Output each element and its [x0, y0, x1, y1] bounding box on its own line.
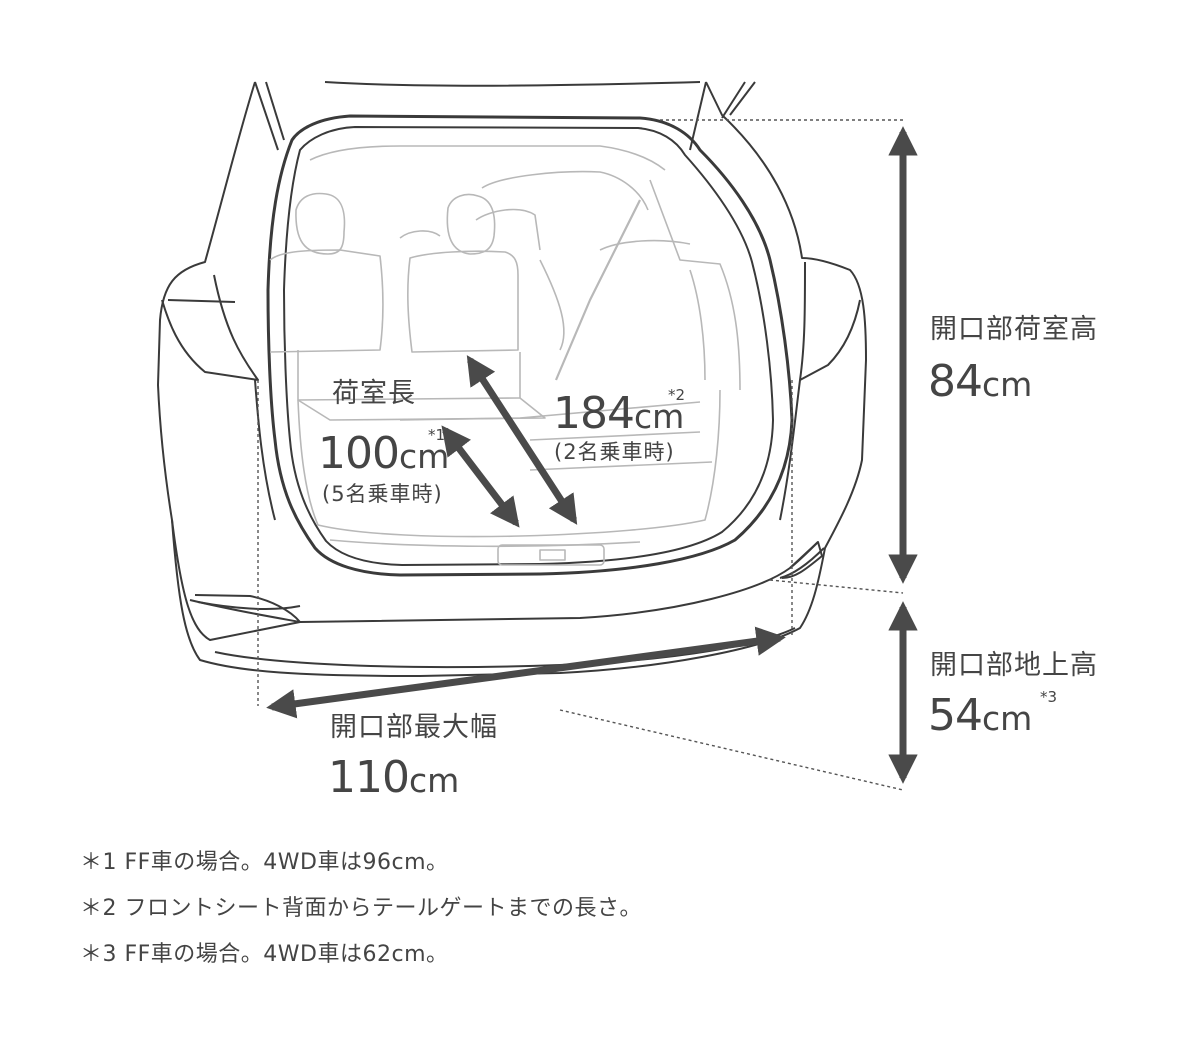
width-label: 開口部最大幅 [330, 712, 498, 743]
height-label: 開口部荷室高 [930, 314, 1098, 345]
ground-height-note-mark: *3 [1040, 688, 1058, 706]
footnote-2: ＊2 フロントシート背面からテールゲートまでの長さ。 [80, 896, 642, 921]
width-arrow [266, 626, 786, 719]
length-5-number: 100 [318, 428, 400, 479]
width-unit: cm [408, 761, 460, 800]
car-body [157, 81, 867, 677]
length-2-number: 184 [553, 388, 635, 439]
length-2-condition: (2名乗車時) [554, 440, 675, 464]
height-unit: cm [982, 365, 1033, 404]
height-number: 84 [928, 356, 983, 407]
height-value: 84cm [928, 360, 1032, 404]
length-2-arrow [466, 355, 578, 525]
ground-height-number: 54 [928, 690, 983, 741]
footnotes: ＊1 FF車の場合。4WD車は96cm。 ＊2 フロントシート背面からテールゲー… [80, 848, 642, 986]
ground-height-unit: cm [982, 699, 1033, 738]
cargo-interior [269, 145, 741, 566]
length-5-unit: cm [398, 437, 450, 476]
length-2-value: 184cm [553, 392, 684, 436]
width-number: 110 [328, 752, 410, 803]
footnote-1: ＊1 FF車の場合。4WD車は96cm。 [80, 850, 449, 875]
length-label: 荷室長 [332, 378, 416, 409]
length-5-value: 100cm [318, 432, 449, 476]
length-5-note-mark: *1 [428, 426, 446, 444]
guide-lines [257, 119, 904, 791]
footnote-3: ＊3 FF車の場合。4WD車は62cm。 [80, 942, 449, 967]
length-5-arrow [441, 425, 520, 528]
length-2-note-mark: *2 [668, 386, 686, 404]
length-2-unit: cm [633, 397, 685, 436]
dimension-arrows [266, 126, 918, 784]
ground-height-value: 54cm [928, 694, 1032, 738]
length-5-condition: (5名乗車時) [322, 482, 443, 506]
ground-height-label: 開口部地上高 [930, 650, 1098, 681]
width-value: 110cm [328, 756, 459, 800]
